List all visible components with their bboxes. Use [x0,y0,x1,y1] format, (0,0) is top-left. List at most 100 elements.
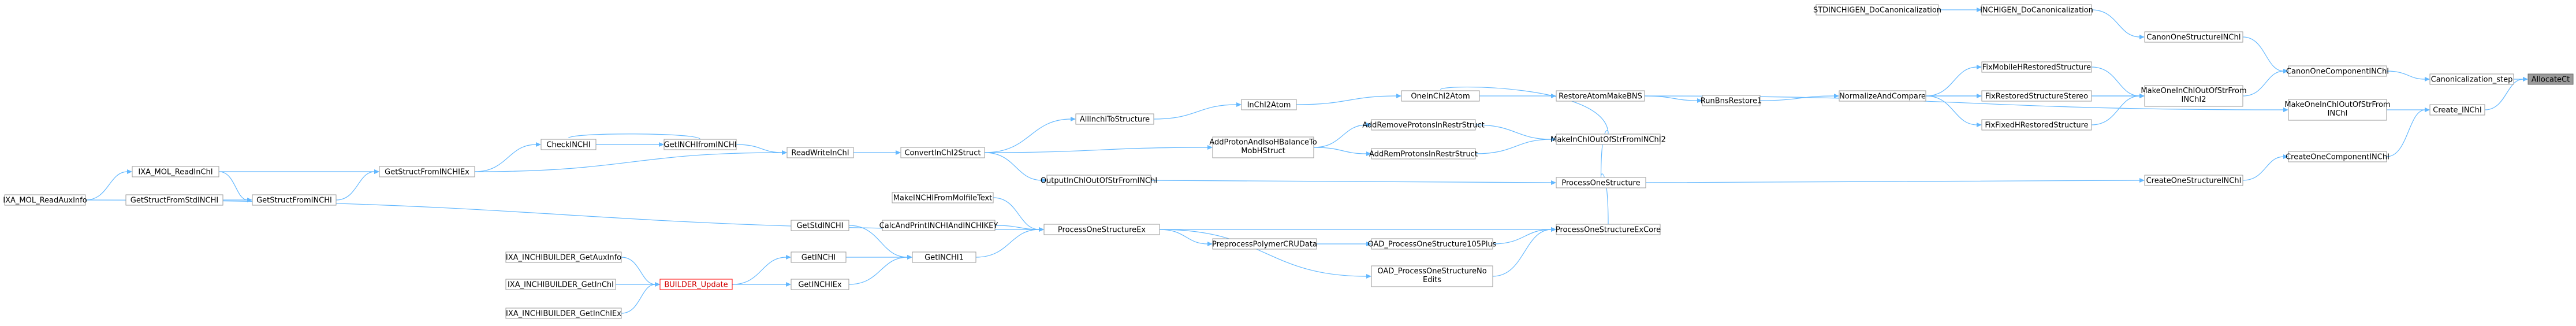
node-box [2288,151,2387,162]
node-in-ch-i2-atom[interactable]: InChI2Atom [1241,99,1297,110]
node-box [125,194,223,206]
node-check-inchi[interactable]: CheckINCHI [540,139,597,150]
edge-get-struct-from-inchi-to-get-struct-from-inchiex [335,171,375,201]
node-one-in-ch-i2-atom[interactable]: OneInChI2Atom [1401,90,1480,102]
node-box [1371,238,1493,250]
node-add-remove-protons-in-restr-struct[interactable]: AddRemoveProtonsInRestrStruct [1362,119,1485,131]
node-fix-fixed-hrestored-structure[interactable]: FixFixedHRestoredStructure [1981,119,2092,131]
node-stdinchigen-do-canonicalization[interactable]: STDINCHIGEN_DoCanonicalization [1813,4,1941,16]
node-label: OAD_ProcessOneStructureNo [1377,267,1486,276]
node-box [2429,73,2514,85]
node-inchigen-do-canonicalization[interactable]: INCHIGEN_DoCanonicalization [1980,4,2093,16]
node-get-struct-from-inchiex[interactable]: GetStructFromINCHIEx [379,166,475,177]
edge-arrowhead [1207,242,1213,246]
edge-canon-one-component-inch-i-to-canonicalization-step [2386,71,2426,80]
node-get-inchi1[interactable]: GetINCHI1 [912,251,976,263]
edge-builder-update-to-get-inchi [732,257,787,285]
edge-arrowhead [1042,178,1047,183]
edge-fix-fixed-hrestored-structure-to-make-one-in-ch-iout-of-str-from-inch-i2 [2091,95,2141,125]
node-all-inchi-to-structure[interactable]: AllInchiToStructure [1075,113,1154,125]
node-box [1556,224,1661,235]
node-get-inchifrom-inchi[interactable]: GetINCHIfromINCHI [663,139,737,150]
node-process-one-structure-ex-core[interactable]: ProcessOneStructureExCore [1556,224,1661,235]
node-run-bns-restore1[interactable]: RunBnsRestore1 [1701,95,1762,106]
node-label: GetStdINCHI [796,222,843,231]
node-make-inchifrom-molfile-text[interactable]: MakeINCHIFromMolfileText [892,192,994,203]
edge-arrowhead [1834,94,1839,98]
edge-arrowhead [127,169,132,174]
node-get-struct-from-std-inchi[interactable]: GetStructFromStdINCHI [125,194,223,206]
edge-add-proton-and-iso-hbalance-to-mob-hstruct-to-add-rem-protons-in-restr-struct [1313,147,1367,154]
node-create-inch-i[interactable]: Create_INChI [2429,104,2485,116]
node-ixa-inchibuilder-get-aux-info[interactable]: IXA_INCHIBUILDER_GetAuxInfo [505,251,622,263]
edge-arrowhead [2425,108,2430,112]
node-label: InChI2Atom [1247,101,1291,110]
edge-arrowhead [2283,154,2288,159]
node-get-std-inchi[interactable]: GetStdINCHI [791,220,849,231]
node-box [2144,175,2243,186]
node-fix-mobile-hrestored-structure[interactable]: FixMobileHRestoredStructure [1981,61,2092,73]
node-allocate-ct[interactable]: AllocateCt [2527,73,2574,85]
node-box [1556,134,1661,145]
node-canon-one-component-inch-i[interactable]: CanonOneComponentINChI [2286,65,2389,77]
node-label: FixMobileHRestoredStructure [1982,64,2091,72]
node-get-struct-from-inchi[interactable]: GetStructFromINCHI [252,194,337,206]
node-get-inchiex[interactable]: GetINCHIEx [791,279,849,290]
node-create-one-component-inch-i[interactable]: CreateOneComponentINChI [2286,151,2389,162]
node-ixa-mol-read-in-ch-i[interactable]: IXA_MOL_ReadInChI [132,166,219,177]
edge-make-one-in-ch-iout-of-str-from-inch-i2-to-canon-one-component-inch-i [2242,71,2284,97]
edge-get-inchi1-to-process-one-structure-ex [975,229,1040,258]
node-restore-atom-make-bns[interactable]: RestoreAtomMakeBNS [1556,90,1645,102]
node-builder-update[interactable]: BUILDER_Update [659,279,733,290]
node-label: AddRemoveProtonsInRestrStruct [1362,121,1485,130]
node-ixa-inchibuilder-get-in-ch-iex[interactable]: IXA_INCHIBUILDER_GetInChIEx [505,308,622,319]
edge-get-std-inchi-to-get-inchi1 [848,225,908,258]
node-box [1702,95,1761,106]
node-label: NormalizeAndCompare [1839,92,1926,101]
graph-nodes: AllocateCt Canonicalization_stepCreate_IN… [3,4,2574,319]
edge-arrowhead [1366,123,1371,127]
node-normalize-and-compare[interactable]: NormalizeAndCompare [1839,90,1926,102]
node-label: CreateOneComponentINChI [2286,153,2389,162]
edge-make-in-ch-iout-of-str-from-inch-i2-to-one-in-ch-i2-atom [1440,86,1609,135]
node-label: GetINCHIEx [798,281,842,290]
edge-convert-in-ch-i2-struct-to-all-inchi-to-structure [984,118,1072,153]
node-create-one-structure-inch-i[interactable]: CreateOneStructureINChI [2144,175,2243,186]
node-canonicalization-step[interactable]: Canonicalization_step [2429,73,2514,85]
node-ixa-mol-read-aux-info[interactable]: IXA_MOL_ReadAuxInfo [3,194,87,206]
node-process-one-structure[interactable]: ProcessOneStructure [1556,177,1646,188]
node-label: GetINCHI [801,254,836,262]
node-box [1371,265,1493,287]
node-read-write-in-ch-i[interactable]: ReadWriteInChI [786,147,854,158]
edge-restore-atom-make-bns-to-run-bns-restore1 [1644,95,1698,101]
node-calc-and-print-inchiand-inchikey[interactable]: CalcAndPrintINCHIAndINCHIKEY [879,220,998,231]
node-convert-in-ch-i2-struct[interactable]: ConvertInChI2Struct [900,147,985,158]
node-box [900,147,985,158]
edge-arrowhead [1366,151,1371,156]
node-add-rem-protons-in-restr-struct[interactable]: AddRemProtonsInRestrStruct [1369,148,1478,160]
node-preprocess-polymer-crudata[interactable]: PreprocessPolymerCRUData [1212,238,1317,250]
edge-arrowhead [2139,35,2145,39]
edge-arrowhead [2139,178,2145,183]
edge-add-proton-and-iso-hbalance-to-mob-hstruct-to-add-remove-protons-in-restr-struct [1313,124,1367,148]
node-canon-one-structure-inch-i[interactable]: CanonOneStructureINChI [2144,31,2243,43]
node-box [791,251,847,263]
node-oad-process-one-structure105-plus[interactable]: OAD_ProcessOneStructure105Plus [1368,238,1497,250]
node-box [2527,73,2574,85]
node-ixa-inchibuilder-get-in-ch-i[interactable]: IXA_INCHIBUILDER_GetInChI [505,279,616,290]
node-label: OutputInChIOutOfStrFromINChI [1041,177,1157,186]
node-box [2288,99,2387,121]
node-get-inchi[interactable]: GetINCHI [791,251,847,263]
edge-arrowhead [786,282,791,287]
node-fix-restored-structure-stereo[interactable]: FixRestoredStructureStereo [1981,90,2092,102]
node-process-one-structure-ex[interactable]: ProcessOneStructureEx [1043,224,1160,235]
edge-convert-in-ch-i2-struct-to-add-proton-and-iso-hbalance-to-mob-hstruct [984,147,1209,153]
node-make-in-ch-iout-of-str-from-inch-i2[interactable]: MakeInChIOutOfStrFromINChI2 [1550,134,1666,145]
edge-add-rem-protons-in-restr-struct-to-make-in-ch-iout-of-str-from-inch-i2 [1475,139,1552,154]
node-output-in-ch-iout-of-str-from-inch-i[interactable]: OutputInChIOutOfStrFromINChI [1041,175,1157,186]
edge-get-struct-from-inchiex-to-read-write-in-ch-i [474,152,783,172]
